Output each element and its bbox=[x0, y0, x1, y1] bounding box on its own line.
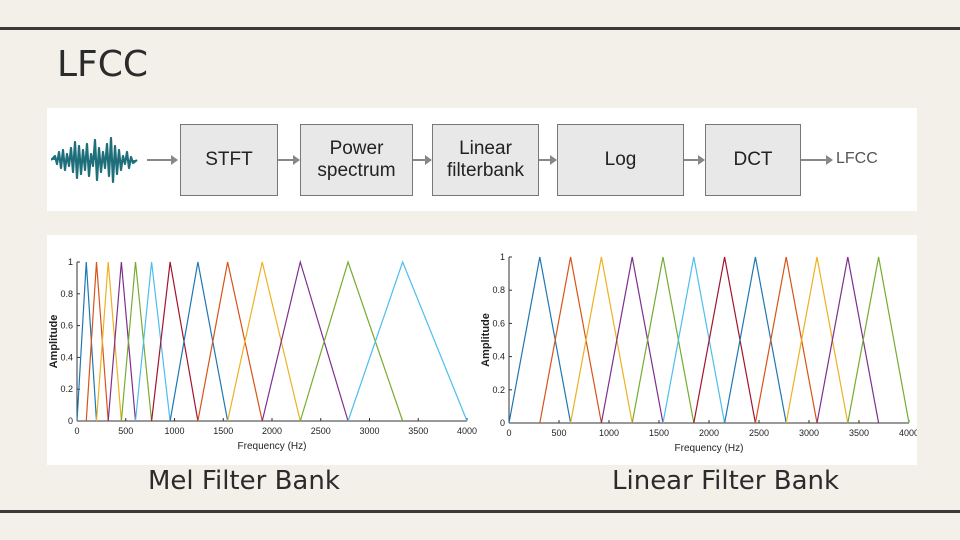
arrow-6 bbox=[801, 155, 833, 165]
filter-triangle-8 bbox=[724, 256, 787, 424]
log-box: Log bbox=[557, 124, 684, 196]
lfcc-output-label: LFCC bbox=[836, 150, 878, 167]
x-tick-label: 3000 bbox=[799, 428, 819, 438]
filter-triangle-6 bbox=[134, 261, 171, 422]
arrow-3 bbox=[413, 155, 432, 165]
filter-triangle-8 bbox=[169, 261, 229, 422]
filter-triangle-5 bbox=[631, 256, 695, 424]
x-tick-label: 4000 bbox=[899, 428, 917, 438]
filter-triangle-6 bbox=[662, 256, 726, 424]
y-tick-label: 0.6 bbox=[60, 321, 73, 331]
x-tick-label: 3500 bbox=[408, 426, 428, 436]
x-tick-label: 0 bbox=[506, 428, 511, 438]
stft-box: STFT bbox=[180, 124, 278, 196]
x-tick-label: 2500 bbox=[311, 426, 331, 436]
top-rule bbox=[0, 27, 960, 30]
x-tick-label: 2000 bbox=[699, 428, 719, 438]
filter-triangle-11 bbox=[261, 259, 349, 422]
filter-triangle-12 bbox=[299, 260, 404, 422]
filter-triangle-4 bbox=[600, 256, 664, 424]
x-tick-label: 2000 bbox=[262, 426, 282, 436]
y-tick-label: 0.2 bbox=[492, 385, 505, 395]
filter-triangle-12 bbox=[847, 256, 910, 424]
x-tick-label: 500 bbox=[551, 428, 566, 438]
x-axis-label: Frequency (Hz) bbox=[675, 443, 744, 454]
y-tick-label: 0.4 bbox=[492, 352, 505, 362]
filter-triangle-7 bbox=[150, 261, 199, 422]
x-tick-label: 3000 bbox=[359, 426, 379, 436]
waveform-icon bbox=[51, 136, 138, 184]
y-axis-label: Amplitude bbox=[48, 315, 60, 369]
filter-triangle-9 bbox=[197, 261, 263, 422]
linear-filter-bank-caption: Linear Filter Bank bbox=[612, 466, 840, 496]
slide-title: LFCC bbox=[57, 44, 149, 85]
filter-triangle-3 bbox=[570, 256, 633, 424]
filter-triangle-7 bbox=[693, 256, 756, 424]
filter-triangle-10 bbox=[785, 256, 849, 424]
filter-triangle-13 bbox=[347, 260, 468, 422]
x-tick-label: 1500 bbox=[213, 426, 233, 436]
arrow-5 bbox=[684, 155, 705, 165]
x-tick-label: 1500 bbox=[649, 428, 669, 438]
arrow-1 bbox=[147, 155, 178, 165]
y-tick-label: 0.6 bbox=[492, 318, 505, 328]
y-tick-label: 0.4 bbox=[60, 352, 73, 362]
lfcc-pipeline-diagram: STFT Power spectrum Linear filterbank Lo… bbox=[47, 108, 917, 211]
x-tick-label: 0 bbox=[74, 426, 79, 436]
x-tick-label: 2500 bbox=[749, 428, 769, 438]
x-tick-label: 1000 bbox=[164, 426, 184, 436]
arrow-2 bbox=[278, 155, 300, 165]
x-tick-label: 1000 bbox=[599, 428, 619, 438]
y-tick-label: 0 bbox=[500, 418, 505, 428]
y-tick-label: 1 bbox=[68, 257, 73, 267]
filter-triangle-2 bbox=[85, 261, 109, 422]
mel-filter-bank-chart: 0 500 1000 1500 2000 2500 3000 3500 4000 0 0.2 0.4 0… bbox=[48, 257, 477, 452]
dct-box: DCT bbox=[705, 124, 801, 196]
filter-triangle-2 bbox=[539, 256, 602, 424]
filter-triangle-3 bbox=[95, 261, 122, 422]
filter-triangle-5 bbox=[120, 261, 153, 422]
x-axis-label: Frequency (Hz) bbox=[238, 441, 307, 452]
mel-filter-bank-caption: Mel Filter Bank bbox=[148, 466, 340, 496]
linear-filter-bank-chart: 0 500 1000 1500 2000 2500 3000 3500 4000 0 0.2 0.4 0… bbox=[480, 252, 917, 454]
filter-triangle-10 bbox=[227, 261, 301, 422]
filter-triangle-9 bbox=[754, 256, 818, 424]
x-tick-label: 4000 bbox=[457, 426, 477, 436]
filter-triangle-11 bbox=[816, 256, 880, 424]
arrow-4 bbox=[539, 155, 557, 165]
y-tick-label: 0.2 bbox=[60, 384, 73, 394]
filter-triangle-1 bbox=[76, 261, 98, 422]
y-tick-label: 0.8 bbox=[492, 285, 505, 295]
filter-triangle-1 bbox=[508, 256, 572, 424]
linear-filterbank-box: Linear filterbank bbox=[432, 124, 539, 196]
x-tick-label: 3500 bbox=[849, 428, 869, 438]
y-tick-label: 1 bbox=[500, 252, 505, 262]
filter-triangle-4 bbox=[107, 261, 137, 422]
bottom-rule bbox=[0, 510, 960, 513]
y-tick-label: 0 bbox=[68, 416, 73, 426]
power-spectrum-box: Power spectrum bbox=[300, 124, 413, 196]
x-tick-label: 500 bbox=[118, 426, 133, 436]
y-tick-label: 0.8 bbox=[60, 289, 73, 299]
y-axis-label: Amplitude bbox=[480, 313, 492, 367]
